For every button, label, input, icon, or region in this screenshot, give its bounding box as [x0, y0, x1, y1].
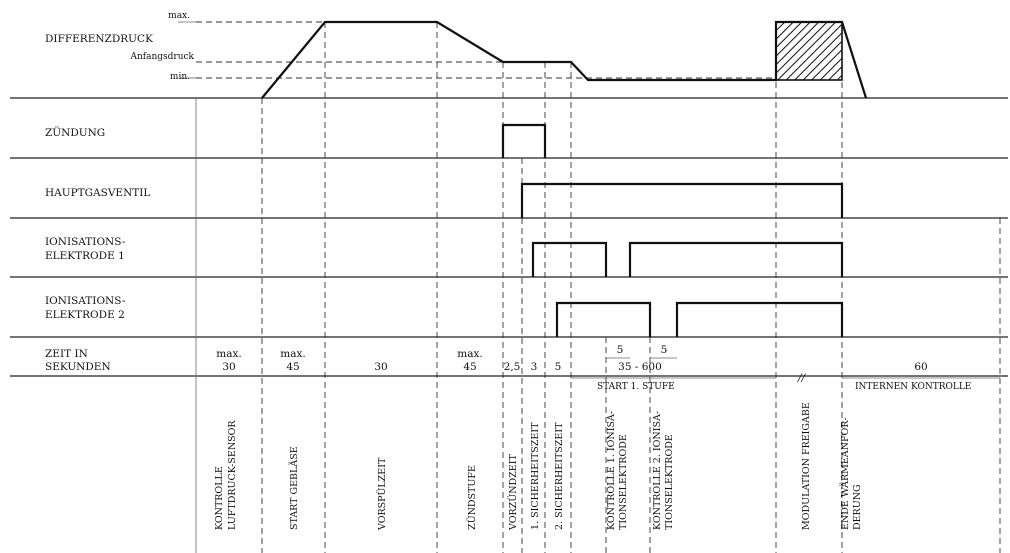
time-t1-max: max.: [216, 348, 241, 360]
phase-modulation-release: MODULATION FREIGABE: [801, 402, 812, 530]
time-t4-max: max.: [457, 348, 482, 360]
phase-ion1-check-line2: TIONSELEKTRODE: [618, 434, 629, 530]
phase-heat-demand-end-line1: ENDE WÄRMEANFOR-: [839, 417, 851, 530]
time-range: 35 - 600: [618, 361, 662, 373]
phase-pre-ignition: VORZÜNDZEIT: [507, 454, 519, 531]
phase-heat-demand-end-line2: DERUNG: [852, 484, 863, 530]
main-valve-signal: [520, 182, 844, 218]
time-t3: 30: [374, 361, 387, 373]
phase-prepurge: VORSPÜLZEIT: [376, 457, 388, 531]
pressure-min-label: min.: [170, 72, 190, 82]
phase-air-pressure-check-line1: KONTROLLE: [214, 466, 225, 530]
ignition-label: ZÜNDUNG: [45, 125, 105, 139]
time-t7: 5: [555, 361, 562, 373]
ion1-signal-second: [628, 241, 844, 277]
phase-safety-time-2: 2. SICHERHEITSZEIT: [554, 422, 565, 530]
time-t2-max: max.: [280, 348, 305, 360]
break-mark: //: [797, 372, 807, 384]
time-t6: 3: [531, 361, 538, 373]
pressure-max-label: max.: [168, 11, 190, 21]
time-t2: 45: [286, 361, 299, 373]
time-t1: 30: [222, 361, 235, 373]
ignition-signal: [501, 123, 547, 158]
ion2-signal-second: [675, 301, 844, 337]
phase-ignition-stage: ZÜNDSTUFE: [466, 465, 478, 530]
modulation-hatched-area: [775, 21, 843, 81]
phase-ion2-check-line1: KONTROLLE 2. IONISA-: [652, 411, 663, 530]
ion1-label-line1: IONISATIONS-: [45, 236, 126, 248]
time-label-line1: ZEIT IN: [45, 348, 88, 360]
phase-blower-start: START GEBLÄSE: [288, 446, 300, 530]
start-stage-label: START 1. STUFE: [597, 382, 675, 392]
ion2-label-line2: ELEKTRODE 2: [45, 309, 125, 321]
time-t8: 5: [617, 344, 624, 356]
pressure-label: DIFFERENZDRUCK: [45, 33, 153, 45]
time-t10: 60: [914, 361, 927, 373]
ion2-signal-first: [555, 301, 652, 337]
main-valve-label: HAUPTGASVENTIL: [45, 187, 150, 199]
ion2-label-line1: IONISATIONS-: [45, 295, 126, 307]
phase-ion1-check-line1: KONTROLLE 1. IONISA-: [606, 411, 617, 530]
ion1-label-line2: ELEKTRODE 1: [45, 250, 125, 262]
time-t4: 45: [463, 361, 476, 373]
phase-safety-time-1: 1. SICHERHEITSZEIT: [530, 422, 541, 530]
time-label-line2: SEKUNDEN: [45, 361, 111, 373]
time-t5: 2,5: [504, 361, 521, 373]
phase-boundaries: [261, 22, 1001, 553]
phase-ion2-check-line2: TIONSELEKTRODE: [664, 434, 675, 530]
time-t9: 5: [661, 344, 668, 356]
phase-air-pressure-check-line2: LUFTDRUCK-SENSOR: [227, 420, 238, 530]
internal-check-label: INTERNEN KONTROLLE: [855, 382, 971, 392]
pressure-start-label: Anfangsdruck: [129, 52, 194, 62]
ion1-signal-first: [531, 241, 608, 277]
